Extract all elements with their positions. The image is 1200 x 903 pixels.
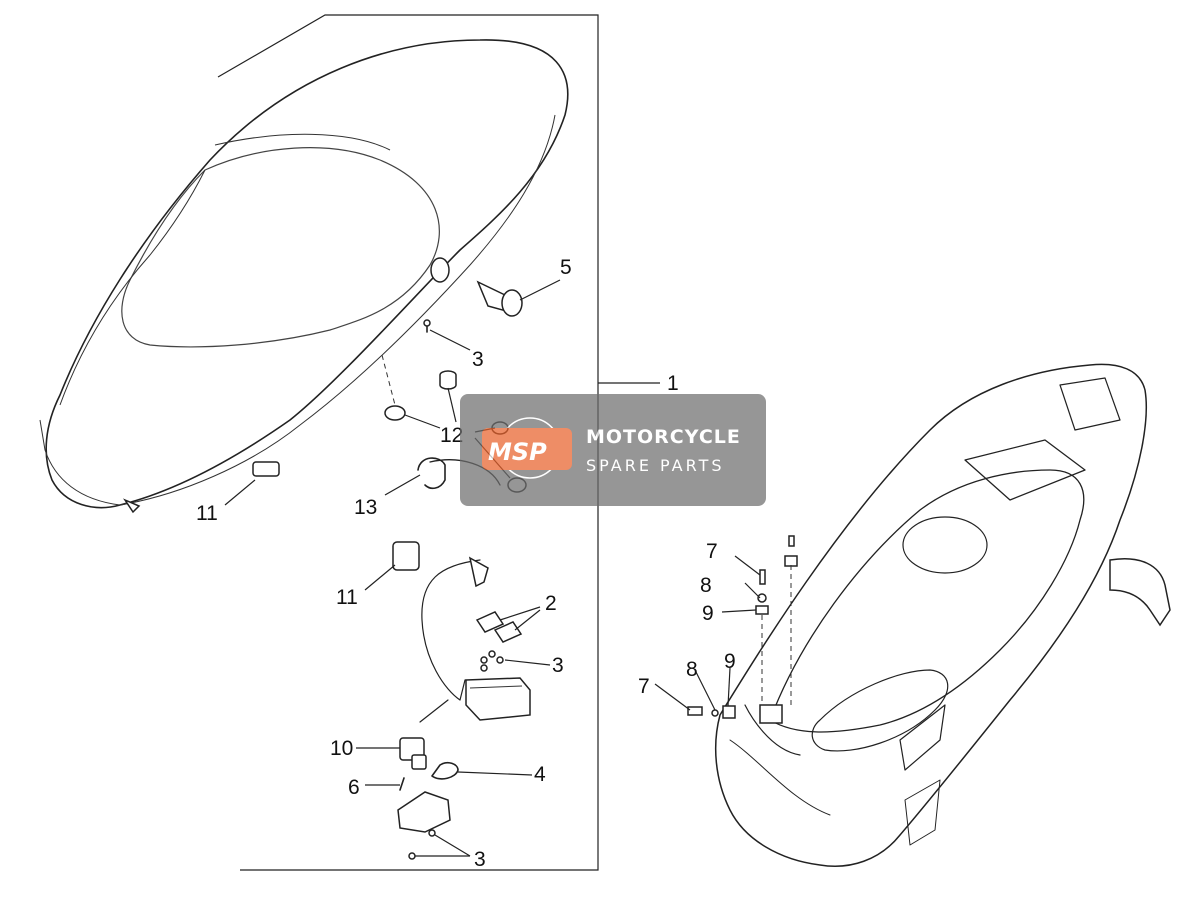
assembly-bracket <box>217 14 660 871</box>
hinge-block-lower <box>392 541 420 571</box>
seat-lock-barrel <box>430 257 523 317</box>
callout-6: 6 <box>348 776 360 799</box>
callout-11-a: 11 <box>196 502 218 525</box>
callout-13: 13 <box>354 496 377 519</box>
cover-bracket <box>397 791 451 833</box>
watermark-line2: SPARE PARTS <box>586 456 725 475</box>
screw-lock <box>423 319 431 333</box>
watermark-badge <box>482 428 572 470</box>
callout-1: 1 <box>667 372 679 395</box>
dash-leaders <box>761 565 792 705</box>
latch-clips <box>475 611 523 643</box>
relay-switch <box>399 737 427 770</box>
callout-7-a: 7 <box>706 540 718 563</box>
screw-group <box>480 650 504 672</box>
callout-10: 10 <box>330 737 353 760</box>
seat-release-cable <box>419 556 489 723</box>
callout-12: 12 <box>440 424 463 447</box>
fastener-group-upper <box>755 535 798 615</box>
callout-numbers: 1 2 3 3 3 3 4 5 6 7 7 8 8 9 9 10 11 11 1… <box>196 256 736 871</box>
screw-bottom <box>408 829 436 860</box>
callout-4: 4 <box>534 763 546 786</box>
seat-illustration <box>39 39 569 514</box>
callout-leaders <box>224 279 761 857</box>
callout-3-a: 3 <box>472 348 484 371</box>
fastener-group-lower <box>687 704 783 724</box>
watermark: MSP MOTORCYCLE SPARE PARTS <box>460 394 766 506</box>
scooter-body-illustration <box>714 363 1171 867</box>
rubber-seal <box>431 762 459 780</box>
callout-11-b: 11 <box>336 586 358 609</box>
callout-7-b: 7 <box>638 675 650 698</box>
callout-9-a: 9 <box>702 602 714 625</box>
callout-9-b: 9 <box>724 650 736 673</box>
callout-8-a: 8 <box>700 574 712 597</box>
hinge-block-upper <box>252 461 280 477</box>
watermark-logo: MSP <box>488 438 547 466</box>
screw-small <box>399 777 405 791</box>
callout-3-c: 3 <box>474 848 486 871</box>
callout-8-b: 8 <box>686 658 698 681</box>
battery-tray <box>465 677 531 721</box>
callout-3-b: 3 <box>552 654 564 677</box>
watermark-line1: MOTORCYCLE <box>586 426 741 448</box>
callout-2: 2 <box>545 592 557 615</box>
callout-5: 5 <box>560 256 572 279</box>
